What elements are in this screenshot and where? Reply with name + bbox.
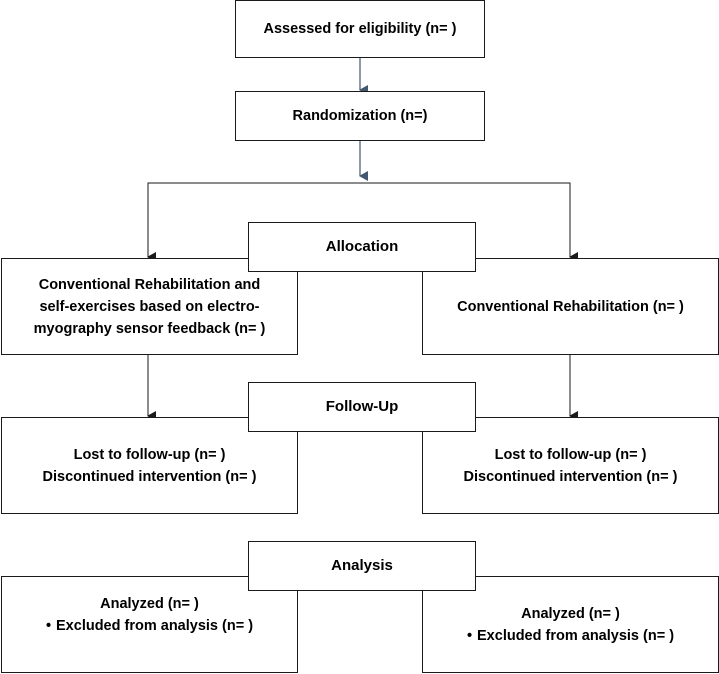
followup-right-line-1: Lost to follow-up (n= ) (494, 446, 647, 463)
assessed-text: Assessed for eligibility (n= ) (263, 21, 457, 37)
allocation-stage-title: Allocation (325, 238, 399, 255)
allocation-left-line-2: self-exercises based on electro- (39, 298, 260, 315)
followup-left-line-2: Discontinued intervention (n= ) (42, 468, 257, 485)
followup-left-box: Lost to follow-up (n= ) Discontinued int… (1, 417, 298, 514)
analysis-right-analyzed: Analyzed (n= ) (521, 606, 620, 622)
allocation-left-line-1: Conventional Rehabilitation and (38, 276, 261, 293)
randomization-box: Randomization (n=) (235, 91, 485, 141)
analysis-left-box: Analyzed (n= ) •Excluded from analysis (… (1, 576, 298, 673)
followup-right-box: Lost to follow-up (n= ) Discontinued int… (422, 417, 719, 514)
analysis-right-box: Analyzed (n= ) •Excluded from analysis (… (422, 576, 719, 673)
analysis-stage-box: Analysis (248, 541, 476, 591)
randomization-text: Randomization (n=) (292, 108, 428, 124)
allocation-left-box: Conventional Rehabilitation and self-exe… (1, 258, 298, 355)
followup-left-line-1: Lost to follow-up (n= ) (73, 446, 226, 463)
followup-stage-title: Follow-Up (325, 398, 399, 415)
followup-stage-box: Follow-Up (248, 382, 476, 432)
allocation-right-box: Conventional Rehabilitation (n= ) (422, 258, 719, 355)
analysis-left-excluded: Excluded from analysis (n= ) (56, 618, 254, 634)
bullet-icon: • (466, 628, 473, 644)
analysis-left-excluded-line: •Excluded from analysis (n= ) (46, 615, 253, 637)
analysis-right-excluded: Excluded from analysis (n= ) (477, 628, 675, 644)
allocation-left-line-3: myography sensor feedback (n= ) (33, 320, 266, 337)
split-line (147, 182, 571, 256)
analysis-left-analyzed: Analyzed (n= ) (100, 596, 199, 612)
bullet-icon: • (45, 618, 52, 634)
allocation-right-text: Conventional Rehabilitation (n= ) (457, 298, 684, 315)
analysis-right-excluded-line: •Excluded from analysis (n= ) (467, 625, 674, 647)
allocation-stage-box: Allocation (248, 222, 476, 272)
analysis-stage-title: Analysis (331, 557, 393, 574)
followup-right-line-2: Discontinued intervention (n= ) (463, 468, 678, 485)
assessed-box: Assessed for eligibility (n= ) (235, 0, 485, 58)
